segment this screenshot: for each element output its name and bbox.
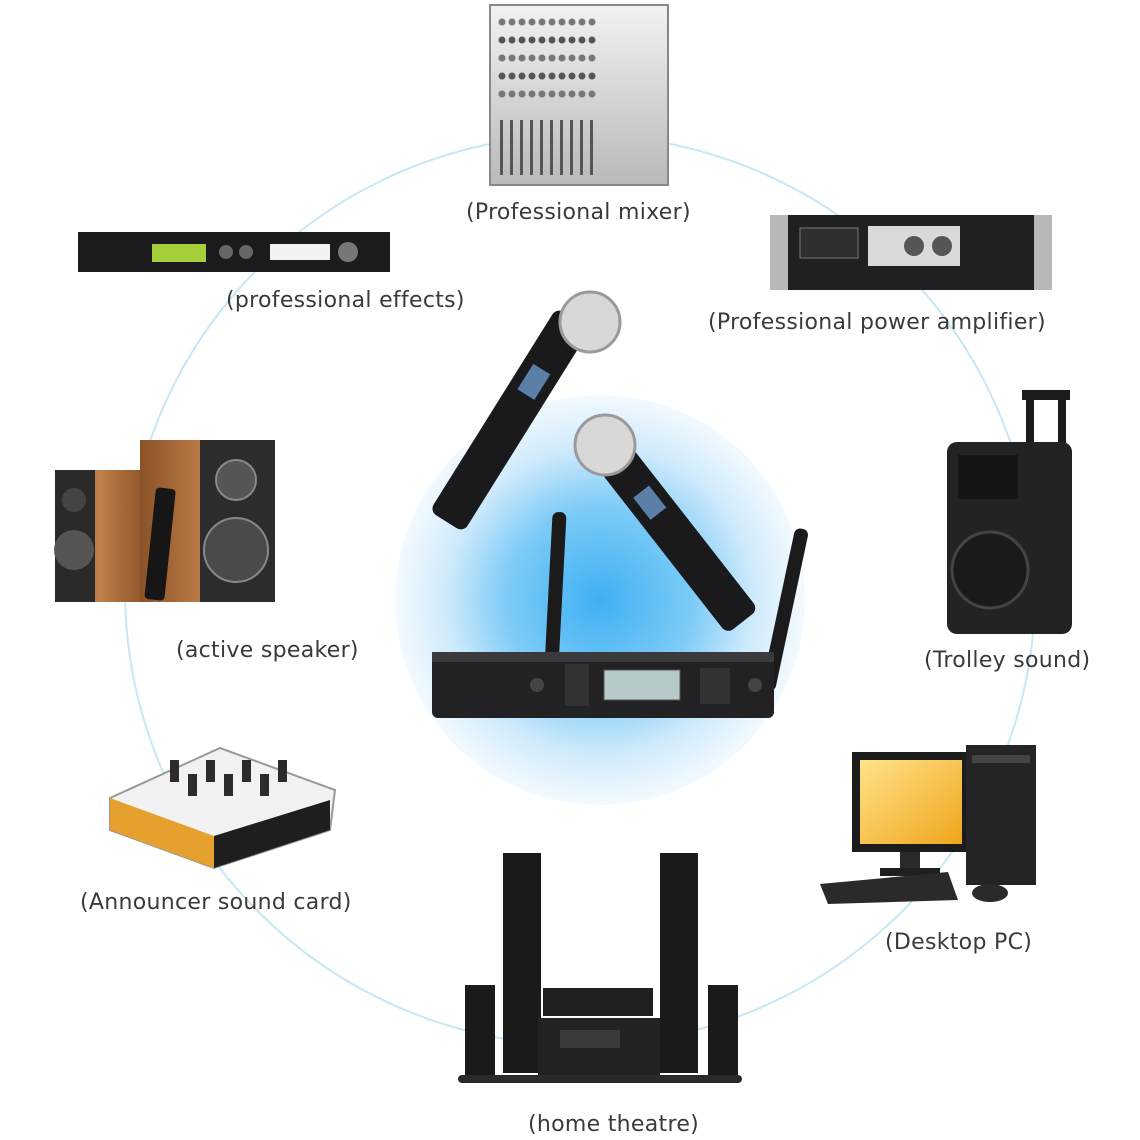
sound-card-knob: [242, 760, 251, 782]
mixer-knob: [538, 72, 546, 80]
mixer-knob: [528, 90, 536, 98]
mixer-knob: [548, 90, 556, 98]
amplifier-label: (Professional power amplifier): [708, 310, 1046, 335]
mixer-label: (Professional mixer): [466, 200, 691, 225]
mixer-image: [489, 4, 669, 186]
mixer-knob: [578, 90, 586, 98]
mixer-fader: [540, 120, 543, 175]
handheld-microphone-2: [573, 413, 756, 631]
mixer-knob: [538, 90, 546, 98]
home-theatre-image: [458, 853, 742, 1083]
mixer-knob: [498, 18, 506, 26]
sound-card-image: [109, 746, 337, 870]
mixer-knob: [508, 54, 516, 62]
sound-card-knob: [188, 774, 197, 796]
trolley-speaker-image: [947, 390, 1072, 634]
mixer-knob: [498, 36, 506, 44]
mixer-knob: [548, 54, 556, 62]
mixer-knob: [518, 90, 526, 98]
mixer-knob: [568, 72, 576, 80]
sound-card-knob: [224, 774, 233, 796]
mixer-knob: [578, 54, 586, 62]
sound-card-knob: [170, 760, 179, 782]
mixer-knob: [568, 36, 576, 44]
mixer-knob: [538, 36, 546, 44]
mixer-knob: [588, 54, 596, 62]
mixer-knob: [528, 18, 536, 26]
mixer-knob: [518, 18, 526, 26]
mixer-fader: [530, 120, 533, 175]
sound-card-knob: [278, 760, 287, 782]
mixer-fader: [520, 120, 523, 175]
mixer-knob: [518, 36, 526, 44]
amplifier-image: [770, 215, 1052, 290]
mixer-knob: [568, 18, 576, 26]
soundcard-label: (Announcer sound card): [80, 890, 352, 915]
mixer-knob: [558, 90, 566, 98]
receiver-unit: [432, 512, 808, 718]
desktop-pc-image: [820, 745, 1036, 904]
mixer-knob: [528, 72, 536, 80]
mixer-knob: [508, 72, 516, 80]
mixer-knob: [518, 54, 526, 62]
active-speaker-image: [54, 440, 275, 602]
mixer-knob: [558, 72, 566, 80]
mixer-knob: [568, 54, 576, 62]
theatre-label: (home theatre): [528, 1112, 700, 1137]
mixer-knob: [548, 36, 556, 44]
sound-card-knob: [206, 760, 215, 782]
effects-label: (professional effects): [226, 288, 465, 313]
trolley-label: (Trolley sound): [924, 648, 1091, 673]
mixer-knob: [498, 54, 506, 62]
mixer-knob: [578, 36, 586, 44]
mixer-fader: [510, 120, 513, 175]
effects-unit-image: [78, 232, 390, 272]
mixer-fader: [580, 120, 583, 175]
mixer-knob: [528, 36, 536, 44]
mixer-knob: [508, 90, 516, 98]
mixer-knob: [588, 18, 596, 26]
mixer-knob: [578, 72, 586, 80]
sound-card-knob: [260, 774, 269, 796]
mixer-fader: [560, 120, 563, 175]
mixer-knob: [508, 36, 516, 44]
mixer-knob: [508, 18, 516, 26]
mixer-knob: [588, 72, 596, 80]
mixer-knob: [548, 18, 556, 26]
mixer-knob: [558, 18, 566, 26]
mixer-fader: [570, 120, 573, 175]
handheld-microphone-1: [432, 290, 622, 530]
mixer-knob: [538, 54, 546, 62]
speaker-label: (active speaker): [176, 638, 359, 663]
mixer-knob: [518, 72, 526, 80]
mixer-knob: [498, 90, 506, 98]
mixer-fader: [550, 120, 553, 175]
mixer-fader: [590, 120, 593, 175]
pc-label: (Desktop PC): [885, 930, 1033, 955]
mixer-knob: [578, 18, 586, 26]
mixer-knob: [568, 90, 576, 98]
mixer-knob: [588, 90, 596, 98]
mixer-fader: [500, 120, 503, 175]
mixer-knob: [538, 18, 546, 26]
mixer-knob: [498, 72, 506, 80]
mixer-knob: [528, 54, 536, 62]
mixer-knob: [558, 36, 566, 44]
mixer-knob: [548, 72, 556, 80]
mixer-knob: [588, 36, 596, 44]
mixer-knob: [558, 54, 566, 62]
